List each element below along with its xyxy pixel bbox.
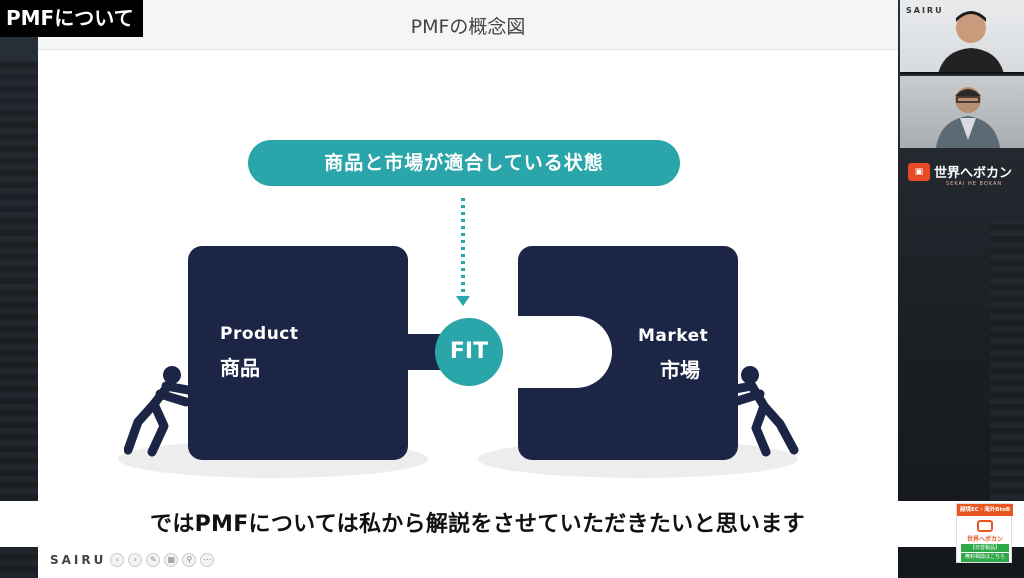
participant-video-2[interactable] [900,76,1024,148]
state-pill: 商品と市場が適合している状態 [248,140,680,186]
product-label-jp: 商品 [220,356,260,380]
background-building [990,220,1024,500]
shared-slide: PMFの概念図 商品と市場が適合している状態 Product 商品 Market… [38,0,898,578]
promo-cta-button[interactable]: 無料相談はこちら [961,553,1009,562]
fit-knob: FIT [435,318,503,386]
arrow-down-icon [456,296,470,306]
product-tile: Product 商品 [188,246,408,460]
pushing-person-right-icon [725,366,799,457]
zoom-icon[interactable]: ⚲ [182,553,197,567]
person-avatar-1 [938,11,1004,72]
promo-brand: 世界へボカン [966,536,1003,543]
person-avatar-2 [936,87,1000,148]
bokan-logo-icon: ▣ [908,162,930,181]
prev-slide-icon[interactable]: ‹ [110,553,125,567]
promo-tag: 【日替製品】 [961,544,1009,552]
caption-background [0,501,1024,547]
market-label-jp: 市場 [660,358,700,382]
pen-icon[interactable]: ✎ [146,553,161,567]
grid-icon[interactable]: ▦ [164,553,179,567]
brand-name: 世界へボカン [934,166,1013,181]
participant-video-1[interactable]: SAIRU [900,0,1024,74]
sairu-logo: SAIRU [50,553,107,567]
chat-bubble-icon [977,520,993,532]
dotted-arrow-line [461,198,465,294]
brand-subtitle: SEKAI HE BOKAN [946,181,1003,187]
segment-title: PMFについて [0,0,143,37]
product-label-en: Product [220,324,299,344]
next-slide-icon[interactable]: › [128,553,143,567]
brand-logo: ▣ 世界へボカン [908,162,1012,181]
promo-heading: 越境EC・海外BtoB [957,504,1013,516]
video-logo: SAIRU [906,6,944,15]
puzzle-socket [516,316,612,388]
slide-toolbar: SAIRU ‹ › ✎ ▦ ⚲ ⋯ [50,548,215,572]
background-building [0,60,40,578]
more-icon[interactable]: ⋯ [200,553,215,567]
subtitle-caption: ではPMFについては私から解説をさせていただきたいと思います [150,512,805,537]
market-label-en: Market [638,326,709,346]
slide-title: PMFの概念図 [410,16,526,38]
promo-banner[interactable]: 越境EC・海外BtoB 世界へボカン 【日替製品】 無料相談はこちら [956,503,1013,563]
slide-header: PMFの概念図 [38,0,898,50]
pushing-person-left-icon [124,366,193,457]
